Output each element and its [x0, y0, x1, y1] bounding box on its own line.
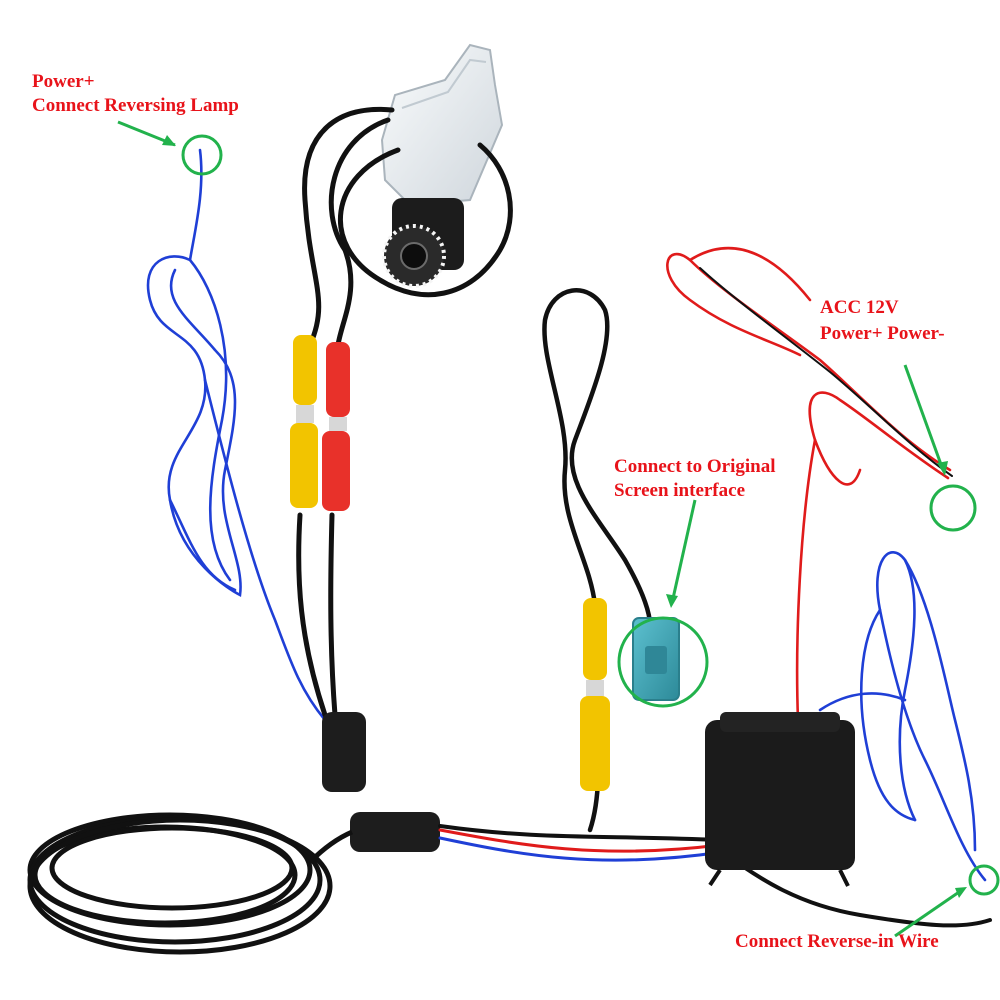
- callout-reversing-lamp: [117, 120, 223, 176]
- yellow-rca-plug-screen: [580, 598, 610, 791]
- label-connect-reverse-in: Connect Reverse-in Wire: [735, 931, 939, 952]
- screen-interface-connector: [632, 617, 680, 701]
- camera-lens: [400, 242, 428, 270]
- callout-screen-interface: [617, 499, 709, 708]
- callout-acc-power: [903, 364, 977, 532]
- control-module: [705, 712, 855, 887]
- label-power-plus-reversing: Power+: [32, 71, 95, 92]
- callout-reverse-in: [894, 864, 1000, 938]
- label-acc-power-terminals: Power+ Power-: [820, 323, 945, 344]
- reversing-lamp-wire: [146, 148, 327, 722]
- label-screen-interface: Screen interface: [614, 480, 746, 501]
- red-rca-plug-camera: [322, 342, 350, 511]
- power-harness: [438, 824, 992, 928]
- camera-cable: [296, 106, 513, 718]
- label-connect-original: Connect to Original: [614, 456, 776, 477]
- acc-power-wire-secondary: [699, 267, 953, 477]
- extension-cable-coil: [27, 812, 353, 955]
- cable-junction: [322, 712, 440, 852]
- camera-housing: [380, 43, 504, 288]
- reverse-in-wire: [818, 551, 987, 882]
- label-acc-12v: ACC 12V: [820, 297, 899, 318]
- label-connect-reversing-lamp: Connect Reversing Lamp: [32, 95, 239, 116]
- yellow-rca-plug-camera: [290, 335, 318, 508]
